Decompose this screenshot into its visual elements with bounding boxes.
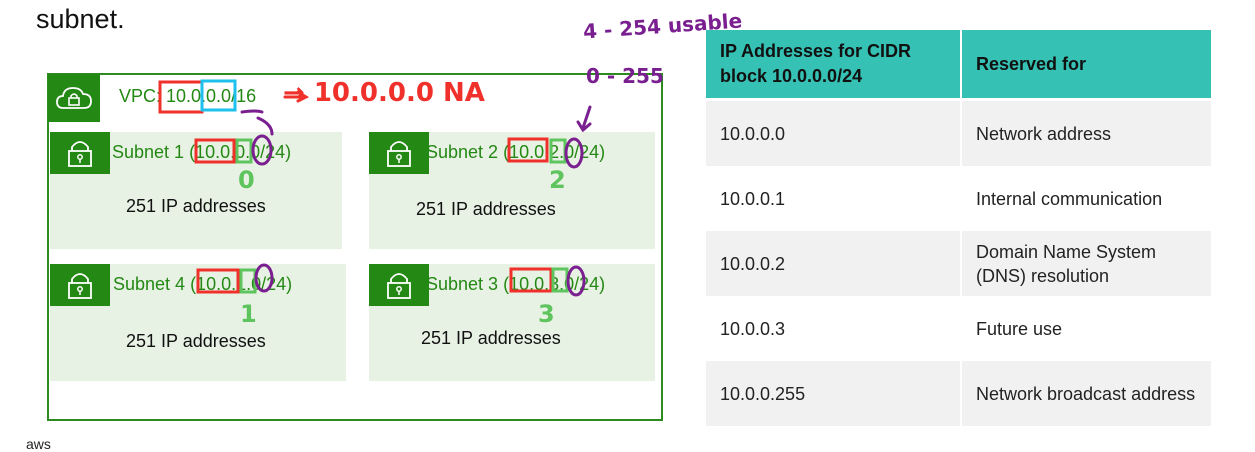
table-row: 10.0.0.3 Future use bbox=[706, 296, 1213, 361]
lock-icon bbox=[369, 264, 429, 306]
ip-cell: 10.0.0.2 bbox=[706, 231, 962, 296]
ip-cell: 10.0.0.3 bbox=[706, 296, 962, 361]
table-row: 10.0.0.0 Network address bbox=[706, 101, 1213, 166]
vpc-label: VPC: 10.0.0.0/16 bbox=[119, 86, 257, 106]
lock-icon bbox=[369, 132, 429, 174]
subnet-ip-count: 251 IP addresses bbox=[421, 328, 561, 348]
table-row: 10.0.0.2 Domain Name System (DNS) resolu… bbox=[706, 231, 1213, 296]
reserved-cell: Future use bbox=[962, 296, 1213, 361]
subnet-title: Subnet 4 (10.0.1.0/24) bbox=[113, 274, 293, 294]
annotation-subnet4-digit: 1 bbox=[240, 300, 257, 328]
annotation-subnet3-digit: 3 bbox=[538, 300, 555, 328]
subnet-1: Subnet 1 (10.0.0.0/24) 251 IP addresses bbox=[50, 132, 342, 249]
subnet-title: Subnet 2 (10.0.2.0/24) bbox=[426, 142, 606, 162]
reserved-cell: Domain Name System (DNS) resolution bbox=[962, 231, 1213, 296]
column-header-reserved: Reserved for bbox=[962, 30, 1213, 101]
annotation-vpc-note: → 10.0.0.0 NA bbox=[283, 78, 485, 108]
slide-heading: subnet. bbox=[36, 4, 125, 34]
vpc-container bbox=[47, 73, 663, 421]
reserved-ip-table: IP Addresses for CIDR block 10.0.0.0/24 … bbox=[706, 30, 1213, 426]
cloud-lock-icon bbox=[48, 74, 100, 122]
reserved-cell: Network address bbox=[962, 101, 1213, 166]
table-row: 10.0.0.255 Network broadcast address bbox=[706, 361, 1213, 426]
subnet-4: Subnet 4 (10.0.1.0/24) 251 IP addresses bbox=[50, 264, 346, 381]
lock-icon bbox=[50, 264, 110, 306]
ip-cell: 10.0.0.255 bbox=[706, 361, 962, 426]
subnet-3: Subnet 3 (10.0.3.0/24) 251 IP addresses bbox=[369, 264, 655, 381]
ip-cell: 10.0.0.0 bbox=[706, 101, 962, 166]
column-header-ip: IP Addresses for CIDR block 10.0.0.0/24 bbox=[706, 30, 962, 101]
footer-logo-text: aws bbox=[26, 436, 51, 452]
subnet-title: Subnet 1 (10.0.0.0/24) bbox=[112, 142, 292, 162]
annotation-range-full: 0 - 255 bbox=[586, 64, 664, 88]
ip-cell: 10.0.0.1 bbox=[706, 166, 962, 231]
subnet-ip-count: 251 IP addresses bbox=[126, 331, 266, 351]
reserved-cell: Network broadcast address bbox=[962, 361, 1213, 426]
subnet-title: Subnet 3 (10.0.3.0/24) bbox=[426, 274, 606, 294]
subnet-ip-count: 251 IP addresses bbox=[416, 199, 556, 219]
table-header-row: IP Addresses for CIDR block 10.0.0.0/24 … bbox=[706, 30, 1213, 101]
annotation-subnet2-digit: 2 bbox=[549, 166, 566, 194]
reserved-cell: Internal communication bbox=[962, 166, 1213, 231]
annotation-subnet1-digit: 0 bbox=[238, 166, 255, 194]
subnet-2: Subnet 2 (10.0.2.0/24) 251 IP addresses bbox=[369, 132, 655, 249]
subnet-ip-count: 251 IP addresses bbox=[126, 196, 266, 216]
lock-icon bbox=[50, 132, 110, 174]
table-row: 10.0.0.1 Internal communication bbox=[706, 166, 1213, 231]
